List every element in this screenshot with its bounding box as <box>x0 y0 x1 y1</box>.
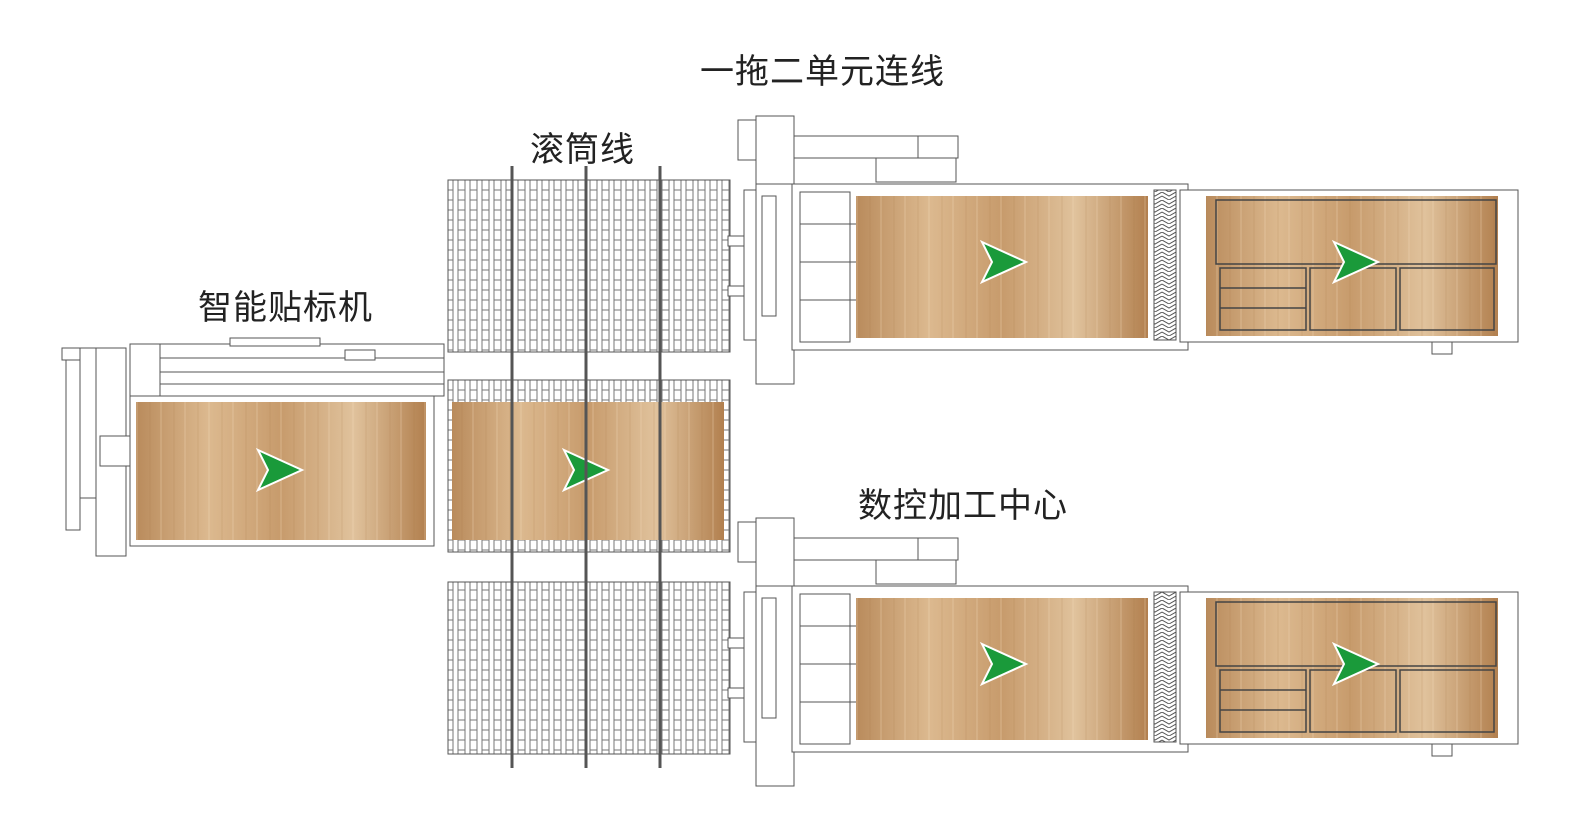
roller-conveyor-middle <box>447 379 731 553</box>
cnc-bottom-flow-arrow-1 <box>979 641 1029 687</box>
labeler-label: 智能贴标机 <box>198 288 373 328</box>
title-label: 一拖二单元连线 <box>700 52 945 92</box>
cnc-unit-top <box>727 115 1519 385</box>
cnc-bottom-flow-arrow-2 <box>1331 641 1381 687</box>
cnc-center-label: 数控加工中心 <box>858 486 1068 526</box>
cnc-unit-bottom <box>727 517 1519 787</box>
cnc-top-flow-arrow-1 <box>979 239 1029 285</box>
labeler-flow-arrow <box>255 447 305 493</box>
roller-line-label: 滚筒线 <box>530 130 635 170</box>
roller-guide-bars <box>510 166 662 768</box>
roller-conveyor-bottom <box>447 581 731 755</box>
roller-conveyor-top <box>447 179 731 353</box>
cnc-top-flow-arrow-2 <box>1331 239 1381 285</box>
